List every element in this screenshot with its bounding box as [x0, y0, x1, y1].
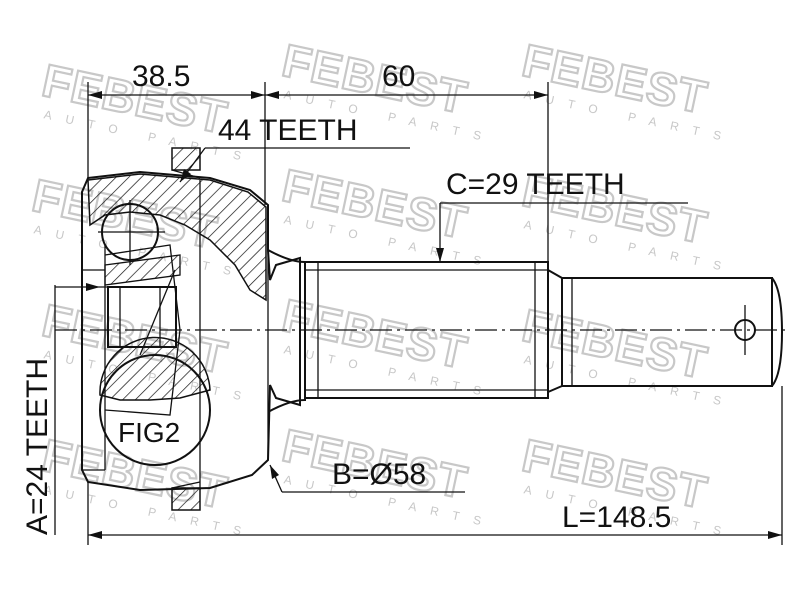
callout-arrow — [180, 169, 191, 182]
tooth-ring-bottom — [171, 487, 201, 511]
spline-c-callout: C=29 TEETH — [436, 168, 688, 262]
watermark: FEBEST AUTO PARTS — [517, 33, 736, 146]
spline-a-callout: A=24 TEETH — [21, 283, 100, 535]
cage-hatch — [104, 254, 181, 286]
fig2-callout: FIG2 — [99, 269, 211, 466]
ball-lower — [99, 354, 211, 466]
tooth-ring-top — [171, 147, 201, 171]
dim-arrow — [88, 91, 102, 99]
dim-arrow — [88, 531, 102, 539]
callout-arrow — [436, 248, 444, 262]
shaft-end — [561, 277, 773, 387]
dim-arrow — [768, 531, 782, 539]
shaft-tip — [771, 277, 784, 387]
dim-width-label: 38.5 — [132, 60, 190, 93]
dim-arrow — [251, 91, 265, 99]
dimension-length: 60 — [265, 60, 549, 262]
housing-inner-wall — [104, 244, 181, 416]
shaft-spline-section — [304, 261, 549, 399]
shaft — [267, 249, 784, 413]
diameter-b-callout: B=Ø58 — [269, 458, 465, 493]
dimension-width: 38.5 — [87, 60, 266, 205]
housing-hatch-top — [87, 173, 267, 302]
dim-length-label: 60 — [382, 60, 415, 93]
ball-lower-hatch — [99, 336, 211, 401]
dimension-total: L=148.5 — [87, 386, 783, 545]
watermark: FEBEST AUTO PARTS — [277, 288, 496, 401]
housing-outline — [81, 170, 301, 492]
spline-a-label: A=24 TEETH — [21, 358, 54, 535]
dim-arrow — [534, 91, 548, 99]
tooth-ring-line — [171, 481, 201, 489]
spline-c-label: C=29 TEETH — [446, 168, 625, 201]
callout-arrow — [86, 283, 100, 291]
fig2-leader — [139, 269, 176, 356]
callout-arrow — [270, 465, 279, 479]
outer-teeth-label: 44 TEETH — [218, 114, 358, 147]
dim-arrow — [265, 91, 279, 99]
fig2-label: FIG2 — [118, 417, 180, 448]
watermark: FEBEST AUTO PARTS — [517, 298, 736, 411]
dim-total-label: L=148.5 — [562, 501, 671, 534]
diameter-b-label: B=Ø58 — [332, 458, 426, 491]
outer-teeth-callout: 44 TEETH — [179, 114, 410, 183]
